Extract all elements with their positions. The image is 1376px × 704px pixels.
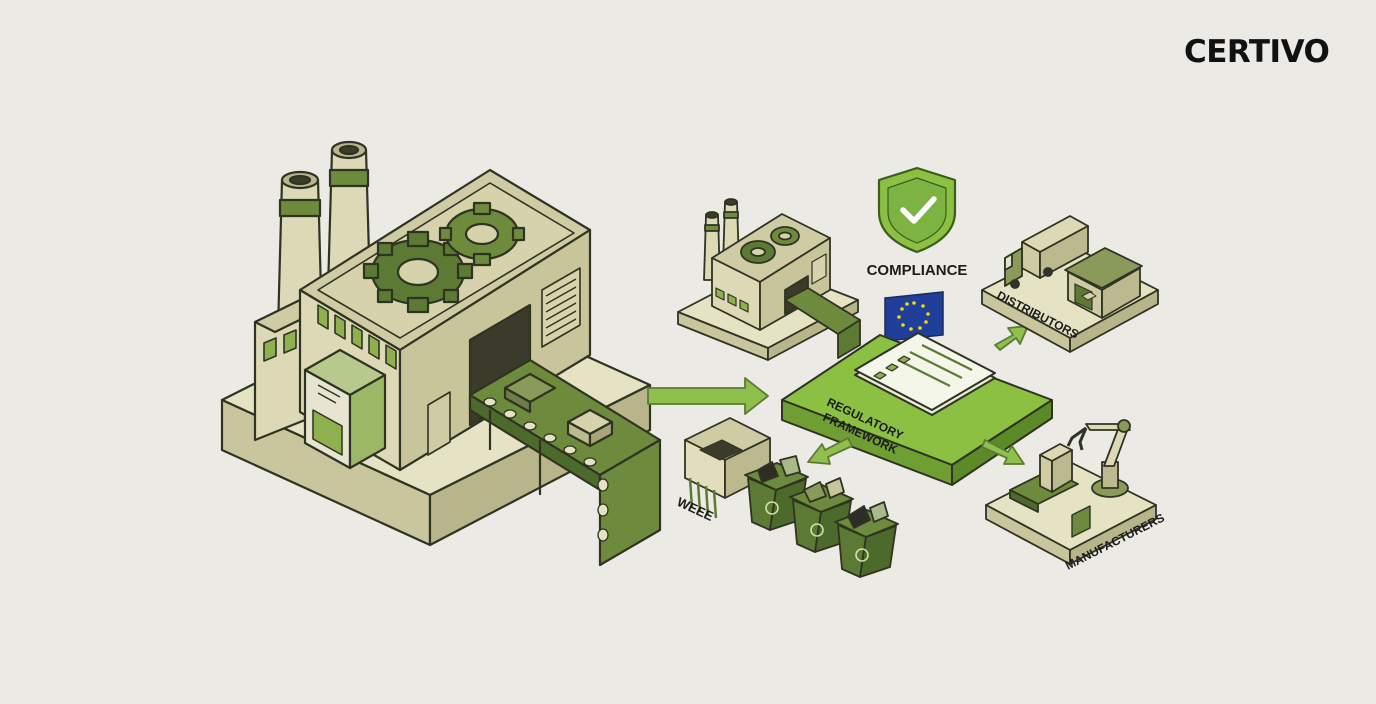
- regulatory-framework-platform: [781, 332, 1053, 486]
- gear-icon: [438, 201, 526, 267]
- robot-arm-icon: [1066, 419, 1131, 498]
- flow-arrow: [807, 437, 853, 465]
- recycle-icon: [855, 548, 869, 562]
- flow-arrow: [981, 439, 1025, 465]
- recycle-icon: [810, 523, 824, 537]
- brand-logo: CERTIVO: [1184, 34, 1330, 70]
- conveyor-belt: [468, 358, 662, 567]
- recycle-bin: [834, 501, 899, 578]
- gear-icon: [362, 230, 474, 314]
- shield-check-icon: [877, 166, 957, 254]
- flow-arrow: [994, 325, 1029, 351]
- distributors-platform: [981, 215, 1159, 353]
- eu-flag-icon: [884, 291, 944, 342]
- compliance-label: COMPLIANCE: [867, 262, 968, 279]
- weee-label: WEEE: [675, 494, 716, 524]
- truck-icon: [1004, 215, 1089, 289]
- weee-recycling: [684, 417, 899, 578]
- main-factory: [220, 140, 662, 567]
- recycle-icon: [765, 501, 779, 515]
- flow-arrow: [647, 377, 769, 415]
- manufacturers-platform: [985, 419, 1157, 565]
- small-factory: [677, 198, 861, 361]
